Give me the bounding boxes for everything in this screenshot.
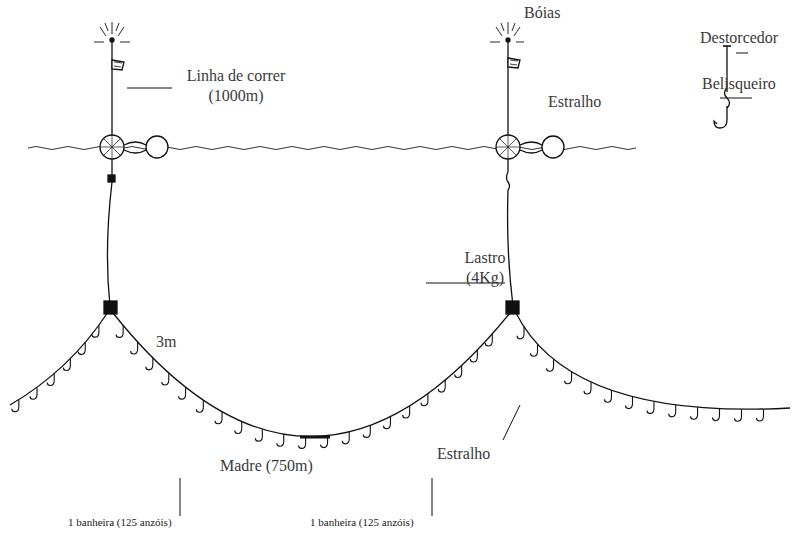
hook [421, 394, 428, 406]
hook [342, 432, 349, 444]
buoy-left [94, 22, 168, 182]
hook [196, 400, 203, 412]
dimension-label: 3m [156, 332, 196, 352]
leader-lines [127, 53, 752, 516]
hook [215, 412, 222, 424]
mainline-left [10, 312, 108, 405]
hook [131, 342, 138, 354]
mainline-right [516, 313, 790, 409]
hook [713, 409, 720, 421]
hook [470, 350, 477, 362]
hook [162, 373, 169, 385]
hook [277, 434, 284, 446]
part-label: Lastro (4Kg) [450, 248, 520, 288]
hook [625, 397, 632, 409]
hook [455, 366, 462, 378]
hook [179, 387, 186, 399]
hook [255, 429, 262, 441]
hook [647, 401, 654, 413]
hooks [12, 325, 764, 448]
hook [47, 374, 54, 386]
hook [116, 325, 123, 337]
mainline-joint [300, 436, 330, 439]
part-label: Estralho [548, 92, 628, 112]
hook [12, 400, 19, 412]
hook [30, 387, 37, 399]
weight-right [506, 301, 519, 314]
hook [383, 417, 390, 429]
hook [547, 359, 554, 371]
hook [517, 327, 524, 339]
part-label: Belisqueiro [702, 74, 802, 94]
hook [299, 436, 306, 448]
hook [584, 382, 591, 394]
hook [669, 405, 676, 417]
part-label: Estralho [437, 444, 517, 464]
hook [485, 334, 492, 346]
part-label: Linha de correr (1000m) [176, 66, 296, 106]
hook [438, 380, 445, 392]
part-label: Bóias [524, 3, 584, 23]
hook [78, 342, 85, 354]
running-line-left [107, 182, 112, 306]
hook [63, 359, 70, 371]
mainline-middle [113, 313, 510, 437]
part-label: Madre (750m) [220, 456, 340, 476]
hook [92, 325, 99, 337]
hook [235, 422, 242, 434]
hook [321, 436, 328, 448]
hook [691, 407, 698, 419]
hook [565, 372, 572, 384]
part-label: Destorcedor [700, 28, 800, 48]
hook [531, 344, 538, 356]
capacity-note: 1 banheira (125 anzóis) [68, 516, 228, 530]
hook [604, 390, 611, 402]
hook [403, 406, 410, 418]
hook [146, 358, 153, 370]
running-line-right [508, 190, 513, 306]
hook [363, 425, 370, 437]
weight-left [104, 301, 117, 314]
hook [756, 409, 763, 421]
capacity-note: 1 banheira (125 anzóis) [310, 516, 470, 530]
hook [734, 409, 741, 421]
